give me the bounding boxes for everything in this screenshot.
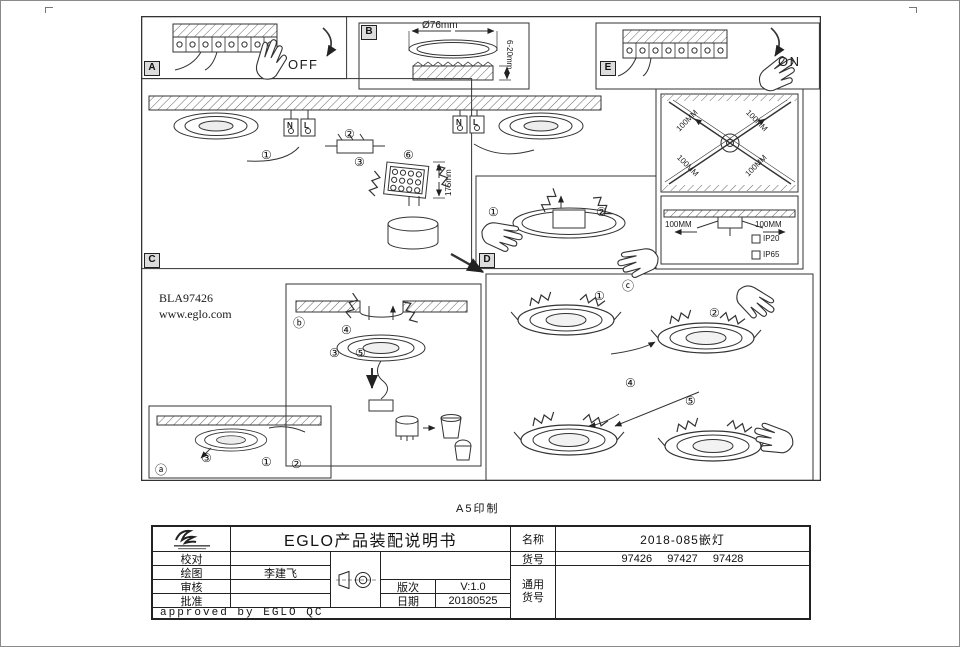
panel-c2-sequence-drawing — [511, 278, 797, 461]
subpanel-c-marker: ⓒ — [622, 279, 635, 293]
reviewed-label: 审核 — [153, 580, 231, 594]
step-marker: ④ — [341, 323, 352, 337]
step-marker: ⑤ — [685, 394, 696, 408]
panel-a-drawing — [172, 23, 337, 85]
live-terminal-label-2: L — [473, 118, 478, 127]
approved-value — [231, 594, 331, 608]
ceiling-depth-label: 6-20mm — [505, 40, 514, 70]
step-marker: ⑤ — [355, 346, 366, 360]
assembly-drawing-area: A B C D E OFF ON Ø76mm 6-20mm BLA97426 w… — [141, 16, 821, 481]
mounting-straps-drawing — [662, 95, 797, 191]
registration-mark-right — [909, 7, 917, 13]
panel-d-tag: D — [479, 253, 495, 268]
common-item-no-value — [556, 566, 809, 618]
drawn-by-value: 李建飞 — [231, 566, 331, 580]
cutout-diameter-label: Ø76mm — [422, 20, 458, 31]
step-marker: ⑥ — [403, 148, 414, 162]
blank-cell — [381, 552, 511, 580]
website-label: www.eglo.com — [159, 307, 232, 321]
on-label: ON — [778, 54, 801, 69]
step-marker: ④ — [625, 376, 636, 390]
common-item-no-text: 通用货号 — [522, 578, 544, 604]
drawn-label: 绘图 — [153, 566, 231, 580]
step-marker: ② — [709, 306, 720, 320]
neutral-terminal-label-2: N — [456, 118, 462, 127]
step-marker: ② — [344, 127, 355, 141]
neutral-terminal-label-1: N — [287, 121, 293, 130]
subpanel-b-marker: ⓑ — [293, 316, 306, 330]
panel-a2-result-drawing — [156, 415, 322, 459]
subpanel-a-marker: ⓐ — [155, 463, 168, 477]
print-size-note: A5印制 — [456, 503, 500, 515]
date-value: 20180525 — [436, 594, 511, 608]
reviewed-value — [231, 580, 331, 594]
panel-b2-exploded-drawing — [295, 292, 472, 461]
panel-b-drawing — [408, 28, 511, 81]
title-block-table: EGLO产品装配说明书 名称 2018-085嵌灯 校对 货号 97426 97… — [151, 525, 811, 620]
name-label: 名称 — [511, 527, 556, 552]
clearance-ip-drawing — [663, 209, 796, 260]
eglo-logo-icon — [173, 529, 210, 549]
version-value: V:1.0 — [436, 580, 511, 594]
panel-d-drawing — [477, 187, 663, 282]
panel-e-tag: E — [600, 61, 616, 76]
item-no-value: 97426 97427 97428 — [556, 552, 809, 566]
date-label: 日期 — [381, 594, 436, 608]
panel-borders — [141, 16, 821, 481]
first-angle-projection-icon — [335, 570, 376, 589]
projection-symbol-cell — [331, 552, 381, 608]
step-marker: ③ — [354, 155, 365, 169]
company-logo — [153, 527, 231, 552]
common-item-no-label: 通用货号 — [511, 566, 556, 618]
product-name-value: 2018-085嵌灯 — [556, 527, 809, 552]
registration-mark-left — [45, 7, 53, 13]
step-marker: ③ — [201, 451, 212, 465]
proofread-value — [231, 552, 331, 566]
panel-e-drawing — [617, 27, 803, 98]
step-marker: ② — [291, 457, 302, 471]
panel-c-tag: C — [144, 253, 160, 268]
off-label: OFF — [288, 57, 319, 72]
step-marker: ① — [488, 205, 499, 219]
panel-c-exploded-drawing — [367, 161, 485, 274]
document-title: EGLO产品装配说明书 — [231, 527, 511, 552]
instruction-line-art — [141, 16, 821, 481]
clearance-dim-left-label: 100MM — [665, 220, 692, 229]
step-marker: ③ — [329, 346, 340, 360]
panel-a-tag: A — [144, 61, 160, 76]
ip65-label: IP65 — [763, 250, 780, 259]
ceiling-scene-drawing — [148, 95, 602, 162]
step-marker: ① — [261, 148, 272, 162]
panel-b-tag: B — [361, 25, 377, 40]
product-code-label: BLA97426 — [159, 291, 213, 305]
clearance-dim-right-label: 100MM — [755, 220, 782, 229]
step-marker: ① — [261, 455, 272, 469]
proofread-label: 校对 — [153, 552, 231, 566]
height-dimension-label: 175mm — [444, 169, 453, 196]
item-no-label: 货号 — [511, 552, 556, 566]
step-marker: ① — [594, 289, 605, 303]
step-marker: ② — [596, 205, 607, 219]
version-label: 版次 — [381, 580, 436, 594]
qc-approval-note: approved by EGLO QC — [153, 608, 511, 618]
approved-label: 批准 — [153, 594, 231, 608]
ip20-label: IP20 — [763, 234, 780, 243]
live-terminal-label-1: L — [304, 121, 309, 130]
